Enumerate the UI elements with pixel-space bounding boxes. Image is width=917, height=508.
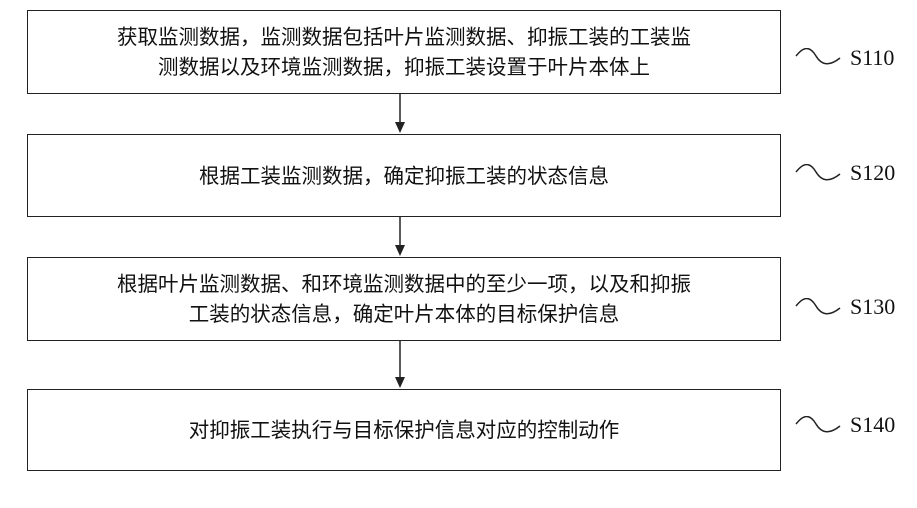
arrow-down-icon [392, 341, 408, 389]
step-box-s120: 根据工装监测数据，确定抑振工装的状态信息 [27, 134, 781, 217]
step-text-s110: 获取监测数据，监测数据包括叶片监测数据、抑振工装的工装监 测数据以及环境监测数据… [117, 22, 691, 82]
step-box-s140: 对抑振工装执行与目标保护信息对应的控制动作 [27, 389, 781, 471]
connector-squiggle-s130 [794, 298, 844, 318]
step-label-s120: S120 [850, 160, 895, 186]
step-text-s120: 根据工装监测数据，确定抑振工装的状态信息 [199, 161, 609, 191]
step-box-s130: 根据叶片监测数据、和环境监测数据中的至少一项，以及和抑振 工装的状态信息，确定叶… [27, 257, 781, 341]
step-text-s140: 对抑振工装执行与目标保护信息对应的控制动作 [189, 415, 620, 445]
connector-squiggle-s120 [794, 164, 844, 184]
step-label-s130: S130 [850, 294, 895, 320]
arrow-down-icon [392, 94, 408, 134]
step-label-s110: S110 [850, 45, 894, 71]
connector-squiggle-s110 [794, 48, 844, 68]
arrow-down-icon [392, 217, 408, 257]
step-text-s130: 根据叶片监测数据、和环境监测数据中的至少一项，以及和抑振 工装的状态信息，确定叶… [117, 269, 691, 329]
connector-squiggle-s140 [794, 416, 844, 436]
step-box-s110: 获取监测数据，监测数据包括叶片监测数据、抑振工装的工装监 测数据以及环境监测数据… [27, 10, 781, 94]
step-label-s140: S140 [850, 412, 895, 438]
